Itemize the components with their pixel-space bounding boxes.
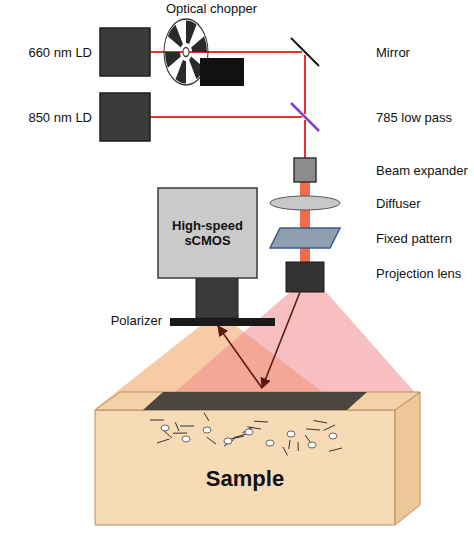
chopper-blade: [165, 52, 181, 68]
scatter-step: [254, 421, 268, 423]
scatter-step: [298, 442, 299, 451]
chopper-blade: [176, 60, 187, 84]
scatter-step: [164, 431, 172, 438]
light-beam: [150, 51, 158, 53]
wheel-hub: [183, 48, 189, 57]
camera-lens: [196, 278, 238, 318]
filter-plate: [291, 103, 319, 131]
scatter-step: [173, 433, 187, 434]
light-ray: [262, 292, 300, 388]
sample-block-shape: [95, 388, 420, 528]
chopper-blade: [186, 21, 197, 45]
part-label: Mirror: [376, 45, 410, 60]
polarizer-shape: [170, 318, 275, 326]
projected-pattern: [143, 392, 367, 410]
beam-expander: Beam expander: [294, 158, 316, 182]
component-label: High-speed sCMOS: [162, 218, 253, 248]
fixed-pattern: Fixed pattern: [270, 228, 340, 248]
beam-expander-shape: [294, 158, 316, 182]
scatter-step: [231, 436, 244, 439]
lens-barrel: [286, 262, 324, 292]
scatter-step: [207, 437, 216, 444]
scatter-step: [329, 448, 342, 451]
laser-diode: 850 nm LD: [100, 93, 150, 141]
part-label: 660 nm LD: [28, 45, 92, 60]
polarizer-plate: [170, 318, 275, 326]
part-label: Polarizer: [111, 313, 162, 328]
light-beam: [300, 182, 310, 196]
chopper-blade: [191, 36, 207, 52]
optical-chopper-shape: [158, 18, 248, 86]
scatterer: [161, 425, 169, 431]
projection-lens-shape: [286, 262, 324, 292]
diode-housing: [100, 93, 150, 141]
sample-top: [95, 392, 420, 410]
laser-diode: 660 nm LD: [100, 28, 150, 76]
pattern-slide: [270, 228, 340, 248]
light-beam: [150, 116, 302, 118]
scatterer: [224, 438, 232, 444]
scatterer: [182, 436, 190, 442]
camera-housing: [158, 188, 257, 278]
scatterer: [266, 440, 274, 446]
camera-body: High-speed sCMOS: [158, 188, 257, 278]
light-beam: [248, 51, 302, 53]
part-label: Sample: [95, 466, 395, 492]
mirror-shape: [302, 49, 308, 55]
scatterer: [203, 427, 211, 433]
polarizer: Polarizer: [170, 318, 275, 326]
diffuser-shape: [270, 196, 340, 210]
scatterer: [308, 442, 316, 448]
scatter-step: [157, 439, 169, 443]
sample-side: [395, 392, 420, 525]
scatter-step: [306, 429, 320, 430]
diode-housing: [100, 28, 150, 76]
scatter-step: [204, 413, 209, 421]
light-beam: [300, 210, 310, 228]
scatter-step: [150, 420, 164, 421]
light-beam: [304, 55, 306, 114]
scattering-paths: [150, 413, 342, 456]
light-beam: [300, 248, 310, 262]
laser-diode-shape: [100, 93, 150, 141]
laser-diode-shape: [100, 28, 150, 76]
diffuser: Diffuser: [270, 196, 340, 210]
part-label: Projection lens: [376, 266, 461, 281]
scatterer: [329, 433, 337, 439]
sample-front: [95, 410, 395, 525]
mirror-plate: [291, 38, 319, 66]
scatterer: [245, 429, 253, 435]
expander-body: [294, 158, 316, 182]
part-label: Diffuser: [376, 196, 421, 211]
light-ray: [218, 326, 262, 388]
scatter-step: [289, 440, 290, 449]
chopper-motor: [200, 58, 244, 86]
part-label: 785 low pass: [376, 110, 452, 125]
projection-lens: Projection lens: [286, 262, 324, 292]
light-beam: [304, 120, 306, 158]
part-label: Beam expander: [376, 163, 468, 178]
low-pass-filter-shape: [302, 114, 308, 120]
optical-chopper: Optical chopper: [158, 18, 248, 86]
mirror: Mirror: [302, 49, 308, 55]
scatterer: [287, 431, 295, 437]
fixed-pattern-shape: [270, 228, 340, 248]
low-pass-filter: 785 low pass: [302, 114, 308, 120]
sample-block: Sample: [95, 388, 420, 528]
scatter-step: [175, 422, 179, 431]
part-label: Fixed pattern: [376, 231, 452, 246]
part-label: 850 nm LD: [28, 110, 92, 125]
scatter-step: [324, 425, 335, 430]
diffuser-disc: [270, 196, 340, 210]
part-label: Optical chopper: [166, 1, 257, 16]
scatter-step: [314, 420, 327, 423]
scatter-step: [283, 447, 287, 456]
scatter-step: [180, 426, 194, 427]
